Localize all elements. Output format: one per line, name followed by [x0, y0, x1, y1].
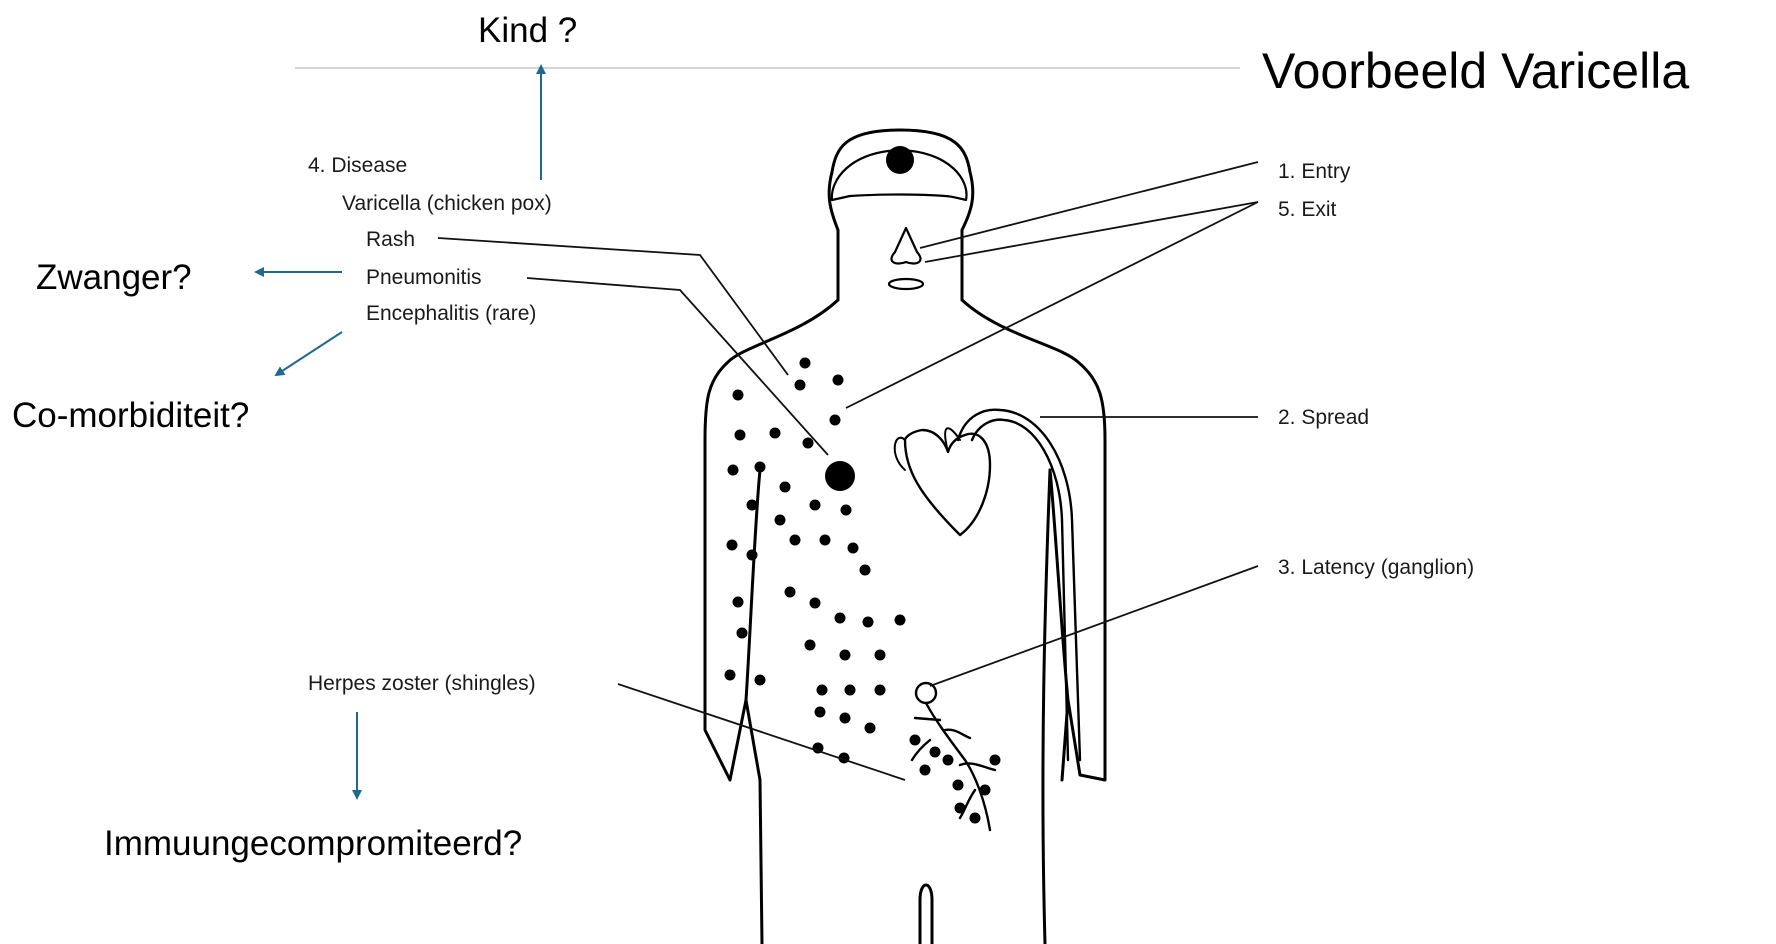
rash-dot — [810, 598, 821, 609]
label-exit: 5. Exit — [1278, 198, 1337, 221]
rash-dot — [770, 428, 781, 439]
label-encephalitis: Encephalitis (rare) — [366, 302, 536, 325]
rash-dot — [840, 650, 851, 661]
arrow-comorbiditeit — [276, 332, 342, 375]
rash-dot — [845, 685, 856, 696]
rash-dot — [737, 628, 748, 639]
rash-dot — [895, 615, 906, 626]
slide-title: Voorbeeld Varicella — [1262, 43, 1689, 99]
label-spread: 2. Spread — [1278, 406, 1369, 429]
rash-dot — [755, 462, 766, 473]
rash-dot — [840, 713, 851, 724]
rash-dot — [810, 500, 821, 511]
question-comorbiditeit: Co-morbiditeit? — [12, 396, 249, 435]
leader-herpes — [618, 684, 905, 780]
rash-dot — [955, 803, 966, 814]
ganglion-node — [916, 683, 936, 703]
rash-dot — [735, 430, 746, 441]
rash-dot — [863, 617, 874, 628]
human-body-outline — [705, 130, 1105, 944]
rash-dot — [790, 535, 801, 546]
brain-lesion — [886, 146, 914, 174]
leader-latency — [930, 566, 1258, 686]
rash-dot — [747, 500, 758, 511]
rash-dot — [953, 780, 964, 791]
rash-dot — [775, 515, 786, 526]
rash-dot — [930, 747, 941, 758]
rash-dot — [920, 765, 931, 776]
rash-dot — [747, 550, 758, 561]
rash-dot — [830, 415, 841, 426]
spread-vessel-inner — [972, 420, 1068, 760]
rash-dot — [803, 438, 814, 449]
rash-dot — [795, 380, 806, 391]
torso-outline — [705, 300, 838, 944]
label-pneumonitis: Pneumonitis — [366, 266, 482, 289]
question-zwanger: Zwanger? — [36, 258, 192, 297]
rash-dot — [805, 640, 816, 651]
rash-dot — [865, 723, 876, 734]
rash-dot — [833, 375, 844, 386]
rash-dot — [817, 685, 828, 696]
rash-dot — [785, 587, 796, 598]
rash-dot — [841, 505, 852, 516]
label-rash: Rash — [366, 228, 415, 251]
rash-dot — [943, 755, 954, 766]
label-entry: 1. Entry — [1278, 160, 1351, 183]
legs-outline — [920, 885, 932, 944]
label-latency: 3. Latency (ganglion) — [1278, 556, 1474, 579]
label-disease-header: 4. Disease — [308, 154, 407, 177]
torso-side-right — [1043, 470, 1050, 944]
mouth-outline — [889, 279, 923, 289]
rash-dot — [875, 650, 886, 661]
question-immuun: Immuungecompromiteerd? — [104, 824, 522, 863]
label-varicella: Varicella (chicken pox) — [342, 192, 552, 215]
rash-dot — [728, 465, 739, 476]
label-herpes-zoster: Herpes zoster (shingles) — [308, 672, 536, 695]
leader-exit-nose — [925, 202, 1258, 262]
rash-dot — [733, 597, 744, 608]
rash-dot — [875, 685, 886, 696]
rash-dot — [755, 675, 766, 686]
rash-dot — [727, 540, 738, 551]
rash-dot — [980, 785, 991, 796]
rash-dot — [835, 613, 846, 624]
lung-lesion — [825, 461, 855, 491]
rash-dot — [970, 813, 981, 824]
rash-dot — [820, 535, 831, 546]
torso-outline-right — [962, 300, 1105, 780]
rash-dot — [990, 755, 1001, 766]
rash-dot — [815, 707, 826, 718]
rash-dot — [860, 565, 871, 576]
nose-outline — [891, 228, 920, 264]
rash-dot — [780, 482, 791, 493]
rash-dot — [725, 670, 736, 681]
spread-vessel — [958, 410, 1080, 760]
rash-dot — [733, 390, 744, 401]
question-kind: Kind ? — [478, 11, 577, 50]
heart-vessel-1 — [895, 438, 905, 470]
rash-dot — [800, 358, 811, 369]
rash-dot — [910, 735, 921, 746]
rash-dot — [848, 543, 859, 554]
